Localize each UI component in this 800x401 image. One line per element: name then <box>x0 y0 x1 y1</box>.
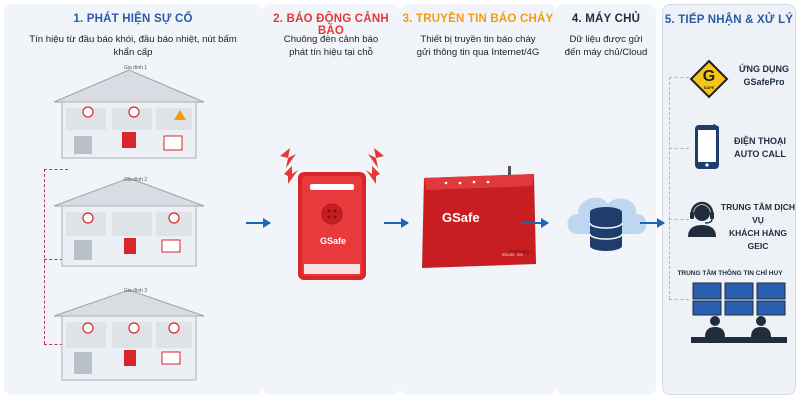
command-center-icon <box>691 282 787 343</box>
house-connector <box>44 169 46 344</box>
branch-2 <box>669 148 689 149</box>
branch-1 <box>669 77 689 78</box>
house-connector-top <box>44 169 68 170</box>
house-1-label: Gia đình 1 <box>124 65 148 71</box>
panel-server: 4. MÁY CHỦ Dữ liệu được gửi đến máy chủ/… <box>556 4 656 395</box>
house-2-illustration <box>53 177 205 267</box>
receiver-phone-label: ĐIỆN THOẠI AUTO CALL <box>725 135 795 161</box>
fire-transmitter-device-icon <box>422 166 536 268</box>
receiver-app-line2: GSafePro <box>743 77 785 87</box>
flow-arrow-2 <box>384 218 409 228</box>
house-2-label: Gia đình 2 <box>124 177 148 183</box>
headset-agent-icon <box>688 201 716 237</box>
gsafe-logo-sub: SAFE <box>703 85 715 90</box>
alarm-brand-label: GSafe <box>320 236 347 246</box>
flow-arrow-4 <box>640 218 665 228</box>
receiver-app-label: ỨNG DỤNG GSafePro <box>733 63 795 89</box>
smartphone-icon <box>695 123 720 169</box>
panel-detect: 1. PHÁT HIỆN SỰ CỐ Tín hiệu từ đầu báo k… <box>4 4 262 395</box>
step1-title: 1. PHÁT HIỆN SỰ CỐ <box>73 13 193 25</box>
house-1-illustration <box>53 69 205 159</box>
receiver-app-line1: ỨNG DỤNG <box>739 64 789 74</box>
panel-receive: 5. TIẾP NHẬN & XỬ LÝ G SAFE ỨNG DỤNG GSa… <box>662 4 796 395</box>
branch-4 <box>669 299 689 300</box>
gsafe-app-icon: G SAFE <box>689 59 729 99</box>
house-3-label: Gia đình 3 <box>124 288 148 294</box>
step2-description: Chuông đèn cảnh báo phát tín hiệu tại ch… <box>283 34 379 58</box>
transmitter-brand-label: GSafe <box>442 210 480 225</box>
flow-arrow-1 <box>246 218 271 228</box>
receiver-callcenter-label: TRUNG TÂM DỊCH VỤ KHÁCH HÀNG GEIC <box>719 201 797 253</box>
branch-3 <box>669 219 689 220</box>
house-3-illustration <box>53 289 205 381</box>
receiver-callcenter-line1: TRUNG TÂM DỊCH VỤ <box>720 202 796 225</box>
house-connector-bot <box>44 344 68 345</box>
gsafe-logo-letter: G <box>702 68 716 85</box>
step5-title: 5. TIẾP NHẬN & XỬ LÝ <box>664 14 794 26</box>
step3-title: 3. TRUYỀN TIN BÁO CHÁY <box>402 13 554 25</box>
receiver-phone-line1: ĐIỆN THOẠI <box>733 136 786 146</box>
receiver-command-line1: TRUNG TÂM THÔNG TIN CHỈ HUY <box>677 270 783 277</box>
panel-transmit: 3. TRUYỀN TIN BÁO CHÁY Thiết bị truyền t… <box>400 4 556 395</box>
step1-description: Tín hiệu từ đầu báo khói, đầu báo nhiệt,… <box>29 34 237 58</box>
step3-description: Thiết bị truyền tin báo cháy gửi thông t… <box>416 34 540 58</box>
step4-description: Dữ liệu được gửi đến máy chủ/Cloud <box>564 34 648 58</box>
receiver-branch-line <box>669 77 671 299</box>
step4-title: 4. MÁY CHỦ <box>571 13 641 25</box>
cloud-database-icon <box>567 197 647 251</box>
alarm-bell-device-icon <box>280 148 384 280</box>
receiver-callcenter-line2: KHÁCH HÀNG GEIC <box>728 228 788 251</box>
receiver-command-label: TRUNG TÂM THÔNG TIN CHỈ HUY <box>665 267 795 280</box>
transmitter-model-label: Model: G6 <box>502 252 523 257</box>
step2-title: 2. BÁO ĐỘNG CẢNH BÁO <box>273 13 389 37</box>
receiver-phone-line2: AUTO CALL <box>734 149 786 159</box>
panel-alarm: 2. BÁO ĐỘNG CẢNH BÁO Chuông đèn cảnh báo… <box>262 4 400 395</box>
flow-arrow-3 <box>522 218 549 228</box>
house-connector-mid <box>44 259 68 260</box>
